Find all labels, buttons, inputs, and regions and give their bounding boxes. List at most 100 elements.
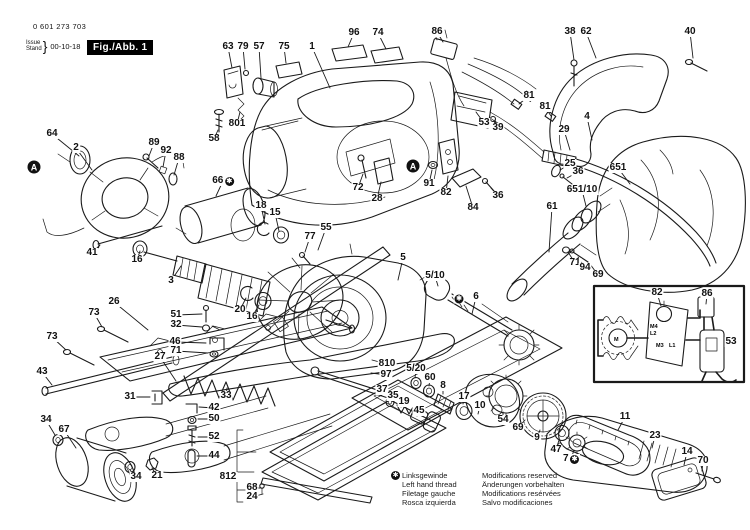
fastener-column	[201, 304, 225, 358]
part-callout-86: 86	[700, 288, 714, 299]
part-callout-77: 77	[303, 231, 317, 242]
part-callout-6: 6	[472, 291, 480, 302]
part-callout-36: 36	[571, 166, 585, 177]
belt-and-cover	[544, 414, 721, 501]
part-callout-16: 16	[245, 311, 259, 322]
part-callout-44: 44	[207, 450, 221, 461]
part-callout-36: 36	[491, 190, 505, 201]
part-callout-57: 57	[252, 41, 266, 52]
part-callout-70: 70	[696, 455, 710, 466]
part-callout-46: 46	[168, 336, 182, 347]
part-callout-11: 11	[618, 411, 632, 422]
left-hand-thread-star-icon: ✱	[570, 454, 580, 464]
part-callout-41: 41	[85, 247, 99, 258]
part-callout-81: 81	[538, 101, 552, 112]
terminal-label-l1: L1	[669, 343, 675, 349]
part-callout-47: 47	[549, 444, 563, 455]
part-callout-66: 66✱	[211, 176, 235, 186]
part-callout-62: 62	[579, 26, 593, 37]
part-callout-4: 4	[583, 111, 591, 122]
legend-line: Left hand thread	[402, 480, 457, 489]
part-callout-52: 52	[207, 431, 221, 442]
part-callout-23: 23	[648, 430, 662, 441]
part-callout-29: 29	[557, 124, 571, 135]
part-callout-37: 37	[375, 384, 389, 395]
part-callout-5/20: 5/20	[405, 363, 427, 374]
part-callout-34: 34	[129, 471, 143, 482]
dust-extraction	[506, 135, 746, 302]
motor-housing	[242, 61, 460, 226]
part-callout-24: 24	[245, 491, 259, 502]
legend-line: Salvo modificaciones	[482, 498, 553, 507]
part-callout-651/10: 651/10	[565, 184, 599, 195]
part-callout-89: 89	[147, 137, 161, 148]
figure-label: Fig./Abb. 1	[87, 40, 154, 55]
legend-line: Änderungen vorbehalten	[482, 480, 565, 489]
part-callout-5/10: 5/10	[424, 270, 446, 281]
part-callout-58: 58	[207, 133, 221, 144]
left-hand-thread-star-icon: ✱	[224, 176, 234, 186]
part-callout-84: 84	[466, 202, 480, 213]
part-callout-55: 55	[319, 222, 333, 233]
part-callout-91: 91	[422, 178, 436, 189]
left-hand-thread-star-icon: ✱	[391, 471, 400, 480]
part-callout-79: 79	[236, 41, 250, 52]
part-callout-54: 54	[496, 414, 510, 425]
frame-rail	[41, 306, 353, 397]
gearbox-parts	[410, 373, 589, 455]
match-marker-A: A	[27, 160, 41, 174]
part-callout-92: 92	[159, 145, 173, 156]
part-callout-34: 34	[39, 414, 53, 425]
part-callout-1: 1	[308, 41, 316, 52]
part-callout-42: 42	[207, 402, 221, 413]
stand-label: Stand	[26, 46, 42, 52]
part-callout-801: 801	[227, 118, 247, 129]
part-callout-81: 81	[522, 90, 536, 101]
part-callout-82: 82	[439, 187, 453, 198]
part-callout-26: 26	[107, 296, 121, 307]
sanding-frame	[310, 303, 563, 433]
part-callout-17: 17	[457, 391, 471, 402]
part-callout-15: 15	[268, 207, 282, 218]
top-small-parts	[213, 44, 404, 133]
terminal-label-m4: M4	[650, 324, 659, 330]
field-stator	[42, 145, 187, 251]
part-callout-45: 45	[412, 405, 426, 416]
part-callout-53: 53	[724, 336, 738, 347]
part-callout-2: 2	[72, 142, 80, 153]
part-callout-31: 31	[123, 391, 137, 402]
legend-line: Linksgewinde	[402, 471, 448, 480]
part-callout-50: 50	[207, 413, 221, 424]
part-callout-96: 96	[347, 27, 361, 38]
part-callout-18: 18	[254, 200, 268, 211]
part-callout-25: 25	[563, 158, 577, 169]
insert-bar	[162, 246, 391, 402]
part-callout-8: 8	[439, 380, 447, 391]
part-callout-71: 71	[169, 345, 183, 356]
part-callout-39: 39	[491, 122, 505, 133]
part-callout-32: 32	[169, 319, 183, 330]
part-callout-40: 40	[683, 26, 697, 37]
part-callout-20: 20	[233, 304, 247, 315]
part-callout-64: 64	[45, 128, 59, 139]
issue-date: 00-10-18	[50, 41, 81, 51]
legend-line: Filetage gauche	[402, 489, 456, 498]
armature	[132, 208, 356, 340]
part-callout-38: 38	[563, 26, 577, 37]
part-callout-35: 35	[386, 390, 400, 401]
part-callout-star: ✱	[453, 294, 465, 304]
part-callout-43: 43	[35, 366, 49, 377]
part-callout-86: 86	[430, 26, 444, 37]
part-callout-51: 51	[169, 309, 183, 320]
part-callout-82: 82	[650, 287, 664, 298]
part-callout-72: 72	[351, 182, 365, 193]
part-callout-16: 16	[130, 254, 144, 265]
left-hand-thread-legend: ✱ Linksgewinde Left hand thread Filetage…	[391, 471, 457, 507]
issue-label: Issue	[26, 39, 41, 46]
part-callout-67: 67	[57, 424, 71, 435]
part-callout-88: 88	[172, 152, 186, 163]
brace-glyph: }	[42, 38, 48, 54]
part-callout-71: 71	[568, 257, 582, 268]
modifications-legend: Modifications reserved Änderungen vorbeh…	[482, 471, 564, 507]
